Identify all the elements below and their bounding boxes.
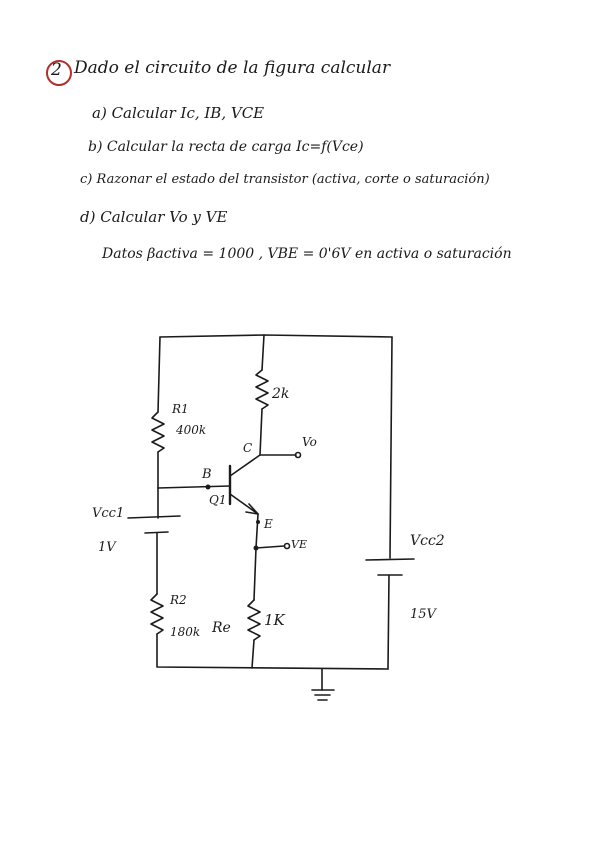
r2-resistor: [150, 593, 164, 635]
vcc2-plate-long: [365, 558, 415, 561]
transistor-emitter-leg: [229, 493, 259, 515]
r1-resistor: [151, 411, 165, 453]
emitter-wire: [255, 513, 259, 549]
re-value-label: 1K: [264, 611, 286, 629]
problem-number-circle: [46, 60, 72, 86]
node-e-upper-dot: [256, 520, 260, 524]
vcc1-value-label: 1V: [98, 540, 117, 555]
transistor-label: Q1: [209, 493, 226, 507]
ve-label: VE: [291, 538, 307, 551]
problem-intro: Dado el circuito de la figura calcular: [74, 58, 391, 78]
node-b-label: B: [201, 467, 212, 482]
node-b-dot: [205, 484, 211, 490]
vcc1-plate-long: [127, 515, 181, 519]
vcc2-value-label: 15V: [410, 607, 438, 622]
rc-value-label: 2k: [271, 386, 289, 402]
re-wire-bottom: [251, 639, 255, 669]
item-a: a) Calcular Ic, IB, VCE: [92, 104, 265, 122]
item-d: d) Calcular Vo y VE: [80, 208, 228, 226]
ve-wire: [255, 545, 285, 549]
node-e-label: E: [263, 517, 273, 531]
vcc1-name-label: Vcc1: [92, 506, 124, 521]
left-wire-top: [157, 336, 161, 413]
collector-wire-top: [261, 334, 265, 371]
re-resistor: [247, 599, 261, 641]
bottom-wire: [156, 633, 389, 670]
ground-symbol: [311, 689, 335, 701]
r1-name-label: R1: [171, 402, 189, 416]
vcc2-name-label: Vcc2: [410, 533, 445, 549]
r2-value-label: 180k: [170, 625, 200, 639]
top-wire: [159, 334, 393, 338]
item-c: c) Razonar el estado del transistor (act…: [80, 172, 490, 187]
base-wire: [157, 485, 231, 489]
problem-number: 2: [51, 60, 62, 80]
r2-name-label: R2: [169, 593, 187, 607]
vo-terminal: [294, 451, 302, 459]
vo-label: Vo: [302, 435, 317, 449]
node-e-dot: [253, 545, 259, 551]
collector-wire-mid: [259, 408, 263, 456]
rc-resistor: [255, 369, 269, 410]
right-wire-top: [389, 336, 393, 559]
re-name-label: Re: [211, 620, 231, 636]
ve-terminal: [283, 542, 291, 550]
data-line: Datos βactiva = 1000 , VBE = 0'6V en act…: [102, 246, 512, 262]
transistor-collector-leg: [229, 454, 261, 477]
right-wire-bottom: [387, 574, 390, 670]
node-c-label: C: [243, 441, 252, 455]
emitter-wire-lower: [253, 547, 257, 601]
item-b: b) Calcular la recta de carga Ic=f(Vce): [88, 139, 364, 155]
r1-value-label: 400k: [175, 423, 206, 437]
